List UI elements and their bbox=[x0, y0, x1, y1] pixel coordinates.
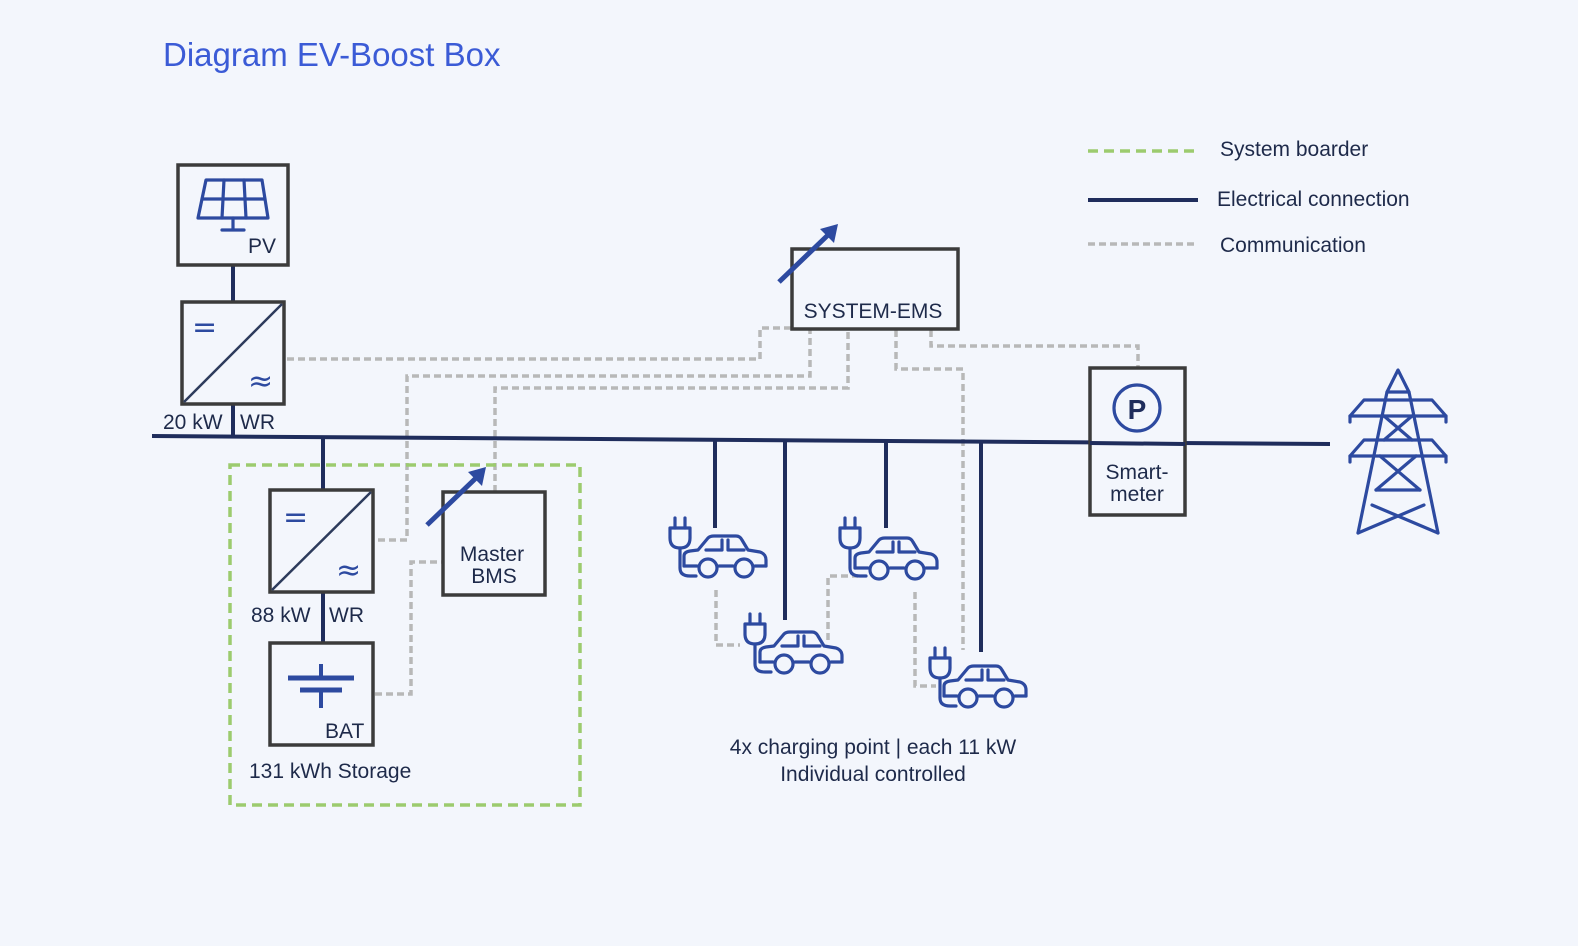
charging-point-1 bbox=[668, 516, 768, 579]
ems-control-arrowhead bbox=[820, 224, 838, 243]
bms-control-arrowhead bbox=[468, 467, 486, 486]
comm-battery-inverter-ems bbox=[378, 330, 812, 542]
charging-caption-line2: Individual controlled bbox=[780, 763, 966, 786]
pv-inverter-type: WR bbox=[240, 411, 275, 434]
system-ems-box bbox=[790, 247, 960, 331]
comm-battery-bms bbox=[375, 560, 443, 696]
master-bms-line1: Master bbox=[460, 543, 524, 566]
car-icon bbox=[942, 664, 1028, 709]
pv-inverter-power: 20 kW bbox=[163, 411, 223, 434]
legend-communication-label: Communication bbox=[1220, 234, 1366, 257]
communication-lines bbox=[287, 326, 1140, 696]
battery-inverter: = ≈ 88 kW WR bbox=[251, 488, 375, 627]
parking-symbol: P bbox=[1128, 394, 1147, 425]
solar-panel-icon bbox=[196, 178, 270, 232]
master-bms: Master BMS bbox=[425, 467, 547, 597]
master-bms-box bbox=[441, 490, 547, 597]
battery-inverter-dc-symbol: = bbox=[283, 500, 308, 535]
battery-module: BAT 131 kWh Storage bbox=[249, 641, 411, 783]
parking-icon bbox=[1112, 383, 1162, 433]
legend: System boarder Electrical connection Com… bbox=[1088, 138, 1410, 257]
charging-point-4 bbox=[928, 646, 1028, 709]
charging-caption-line1: 4x charging point | each 11 kW bbox=[730, 736, 1017, 759]
system-ems: SYSTEM-EMS bbox=[777, 224, 960, 331]
ems-control-arrow bbox=[777, 233, 830, 284]
legend-system-border-label: System boarder bbox=[1220, 138, 1368, 161]
battery-label: BAT bbox=[325, 720, 364, 743]
master-bms-line2: BMS bbox=[471, 565, 517, 588]
comm-car1-car2 bbox=[714, 590, 740, 647]
car-icon bbox=[682, 534, 768, 579]
smartmeter-line2: meter bbox=[1110, 483, 1164, 506]
smartmeter-bus-pass bbox=[1089, 441, 1186, 446]
pv-inverter: = ≈ 20 kW WR bbox=[163, 300, 286, 434]
comm-car2-car3 bbox=[826, 574, 858, 640]
battery-inverter-diagonal bbox=[271, 491, 372, 591]
system-border bbox=[228, 463, 582, 807]
smartmeter: P Smart- meter bbox=[1088, 366, 1187, 517]
battery-inverter-ac-symbol: ≈ bbox=[336, 553, 361, 588]
comm-ems-charging bbox=[894, 330, 965, 650]
battery-icon bbox=[288, 664, 354, 708]
charging-point-3 bbox=[838, 516, 939, 581]
comm-pv-inverter-ems bbox=[287, 326, 792, 361]
pv-box bbox=[176, 163, 290, 267]
bms-control-arrow bbox=[425, 476, 478, 527]
smartmeter-line1: Smart- bbox=[1106, 461, 1169, 484]
pv-inverter-diagonal bbox=[183, 303, 283, 403]
pv-inverter-dc-symbol: = bbox=[192, 310, 217, 345]
car-icon bbox=[853, 536, 939, 581]
pv-module: PV bbox=[176, 163, 290, 267]
battery-inverter-type: WR bbox=[329, 604, 364, 627]
comm-bms-ems bbox=[493, 330, 850, 492]
battery-capacity: 131 kWh Storage bbox=[249, 760, 411, 783]
system-ems-label: SYSTEM-EMS bbox=[804, 300, 943, 323]
legend-electrical-label: Electrical connection bbox=[1217, 188, 1410, 211]
pv-label: PV bbox=[248, 235, 276, 258]
comm-ems-smartmeter bbox=[929, 330, 1140, 369]
pv-inverter-ac-symbol: ≈ bbox=[248, 364, 273, 399]
diagram-title: Diagram EV-Boost Box bbox=[163, 36, 501, 73]
power-tower-icon bbox=[1348, 368, 1448, 535]
battery-inverter-power: 88 kW bbox=[251, 604, 311, 627]
comm-car3-car4 bbox=[913, 592, 936, 688]
